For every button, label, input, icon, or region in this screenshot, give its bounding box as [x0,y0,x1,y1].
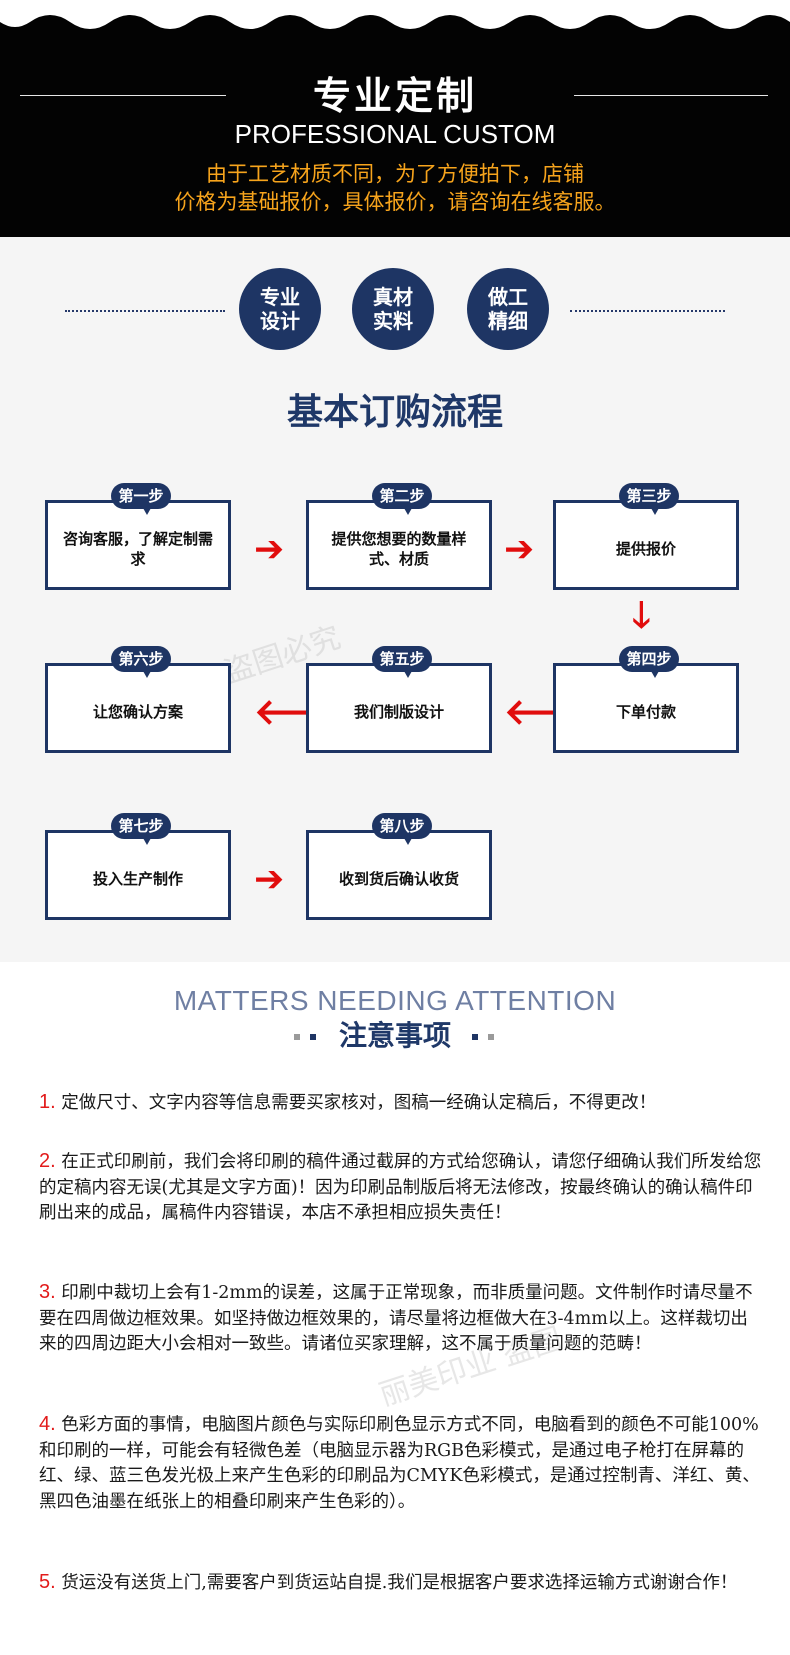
header-title: 专业定制 [312,74,477,118]
step-box-2: 提供您想要的数量样式、材质 [306,500,492,590]
feature-line-1: 专业 [260,285,300,309]
step-text: 提供报价 [615,540,676,558]
step-text: 收到货后确认收货 [338,870,459,888]
attention-item-2: 2. 在正式印刷前，我们会将印刷的稿件通过截屏的方式给您确认，请您仔细确认我们所… [39,1149,765,1227]
step-text: 投入生产制作 [92,870,183,888]
item-text: 印刷中裁切上会有1-2mm的误差，这属于正常现象，而非质量问题。文件制作时请尽量… [39,1283,753,1354]
feature-badge-material: 真材 实料 [352,268,434,350]
step-text: 下单付款 [615,703,676,721]
dotted-divider-left [65,310,225,312]
feature-line-2: 实料 [373,309,413,333]
step-text: 让您确认方案 [92,703,183,721]
attention-title-cn: 注意事项 [338,1019,451,1052]
item-number: 1. [39,1091,56,1113]
square-bullet-icon [472,1034,478,1040]
item-text: 在正式印刷前，我们会将印刷的稿件通过截屏的方式给您确认，请您仔细确认我们所发给您… [39,1152,762,1223]
item-text: 色彩方面的事情，电脑图片颜色与实际印刷色显示方式不同，电脑看到的颜色不可能100… [39,1415,760,1512]
step-box-3: 提供报价 [553,500,739,590]
feature-badge-design: 专业 设计 [239,268,321,350]
flow-title: 基本订购流程 [286,392,503,433]
step-tag-6: 第六步 [111,646,171,678]
step-tag-2: 第二步 [372,483,432,515]
step-box-8: 收到货后确认收货 [306,830,492,920]
feature-line-2: 设计 [260,309,300,333]
feature-badge-quality: 做工 精细 [467,268,549,350]
step-box-4: 下单付款 [553,663,739,753]
step-tag-1: 第一步 [111,483,171,515]
arrow-right-icon: ➔ [254,859,285,900]
attention-item-1: 1. 定做尺寸、文字内容等信息需要买家核对，图稿一经确认定稿后，不得更改！ [39,1090,765,1117]
wave-decoration [0,0,790,29]
item-number: 4. [39,1413,56,1435]
square-bullet-icon [488,1034,494,1040]
step-tag-7: 第七步 [111,813,171,845]
step-tag-3: 第三步 [619,483,679,515]
attention-title-en: MATTERS NEEDING ATTENTION [173,985,617,1016]
item-number: 3. [39,1281,56,1303]
arrow-right-icon: ➔ [254,529,285,570]
arrow-right-icon: ➔ [504,529,535,570]
feature-line-2: 精细 [488,309,528,333]
square-bullet-icon [294,1034,300,1040]
header-note-line-1: 由于工艺材质不同，为了方便拍下，店铺 [206,162,584,186]
step-box-6: 让您确认方案 [45,663,231,753]
step-box-1: 咨询客服，了解定制需求 [45,500,231,590]
step-tag-8: 第八步 [372,813,432,845]
feature-line-1: 真材 [373,285,413,309]
dotted-divider-right [570,310,725,312]
step-tag-5: 第五步 [372,646,432,678]
header-subtitle: PROFESSIONAL CUSTOM [234,119,556,149]
divider-right [574,95,768,96]
step-box-5: 我们制版设计 [306,663,492,753]
header-note-line-2: 价格为基础报价，具体报价，请咨询在线客服。 [174,190,616,214]
attention-item-4: 4. 色彩方面的事情，电脑图片颜色与实际印刷色显示方式不同，电脑看到的颜色不可能… [39,1412,765,1515]
item-number: 2. [39,1150,56,1172]
step-tag-4: 第四步 [619,646,679,678]
item-text: 货运没有送货上门,需要客户到货运站自提.我们是根据客户要求选择运输方式谢谢合作！ [55,1573,738,1593]
step-text: 咨询客服，了解定制需求 [62,530,213,568]
divider-left [20,95,226,96]
arrow-down-icon: 🡓 [632,595,651,636]
attention-item-5: 5. 货运没有送货上门,需要客户到货运站自提.我们是根据客户要求选择运输方式谢谢… [39,1570,765,1597]
step-text: 我们制版设计 [353,703,444,721]
step-box-7: 投入生产制作 [45,830,231,920]
step-text: 提供您想要的数量样式、材质 [331,530,467,568]
attention-item-3: 3. 印刷中裁切上会有1-2mm的误差，这属于正常现象，而非质量问题。文件制作时… [39,1280,765,1358]
item-text: 定做尺寸、文字内容等信息需要买家核对，图稿一经确认定稿后，不得更改！ [55,1093,657,1113]
square-bullet-icon [310,1034,316,1040]
header-banner: 专业定制 PROFESSIONAL CUSTOM 由于工艺材质不同，为了方便拍下… [0,0,790,237]
feature-line-1: 做工 [488,285,528,309]
item-number: 5. [39,1571,56,1593]
